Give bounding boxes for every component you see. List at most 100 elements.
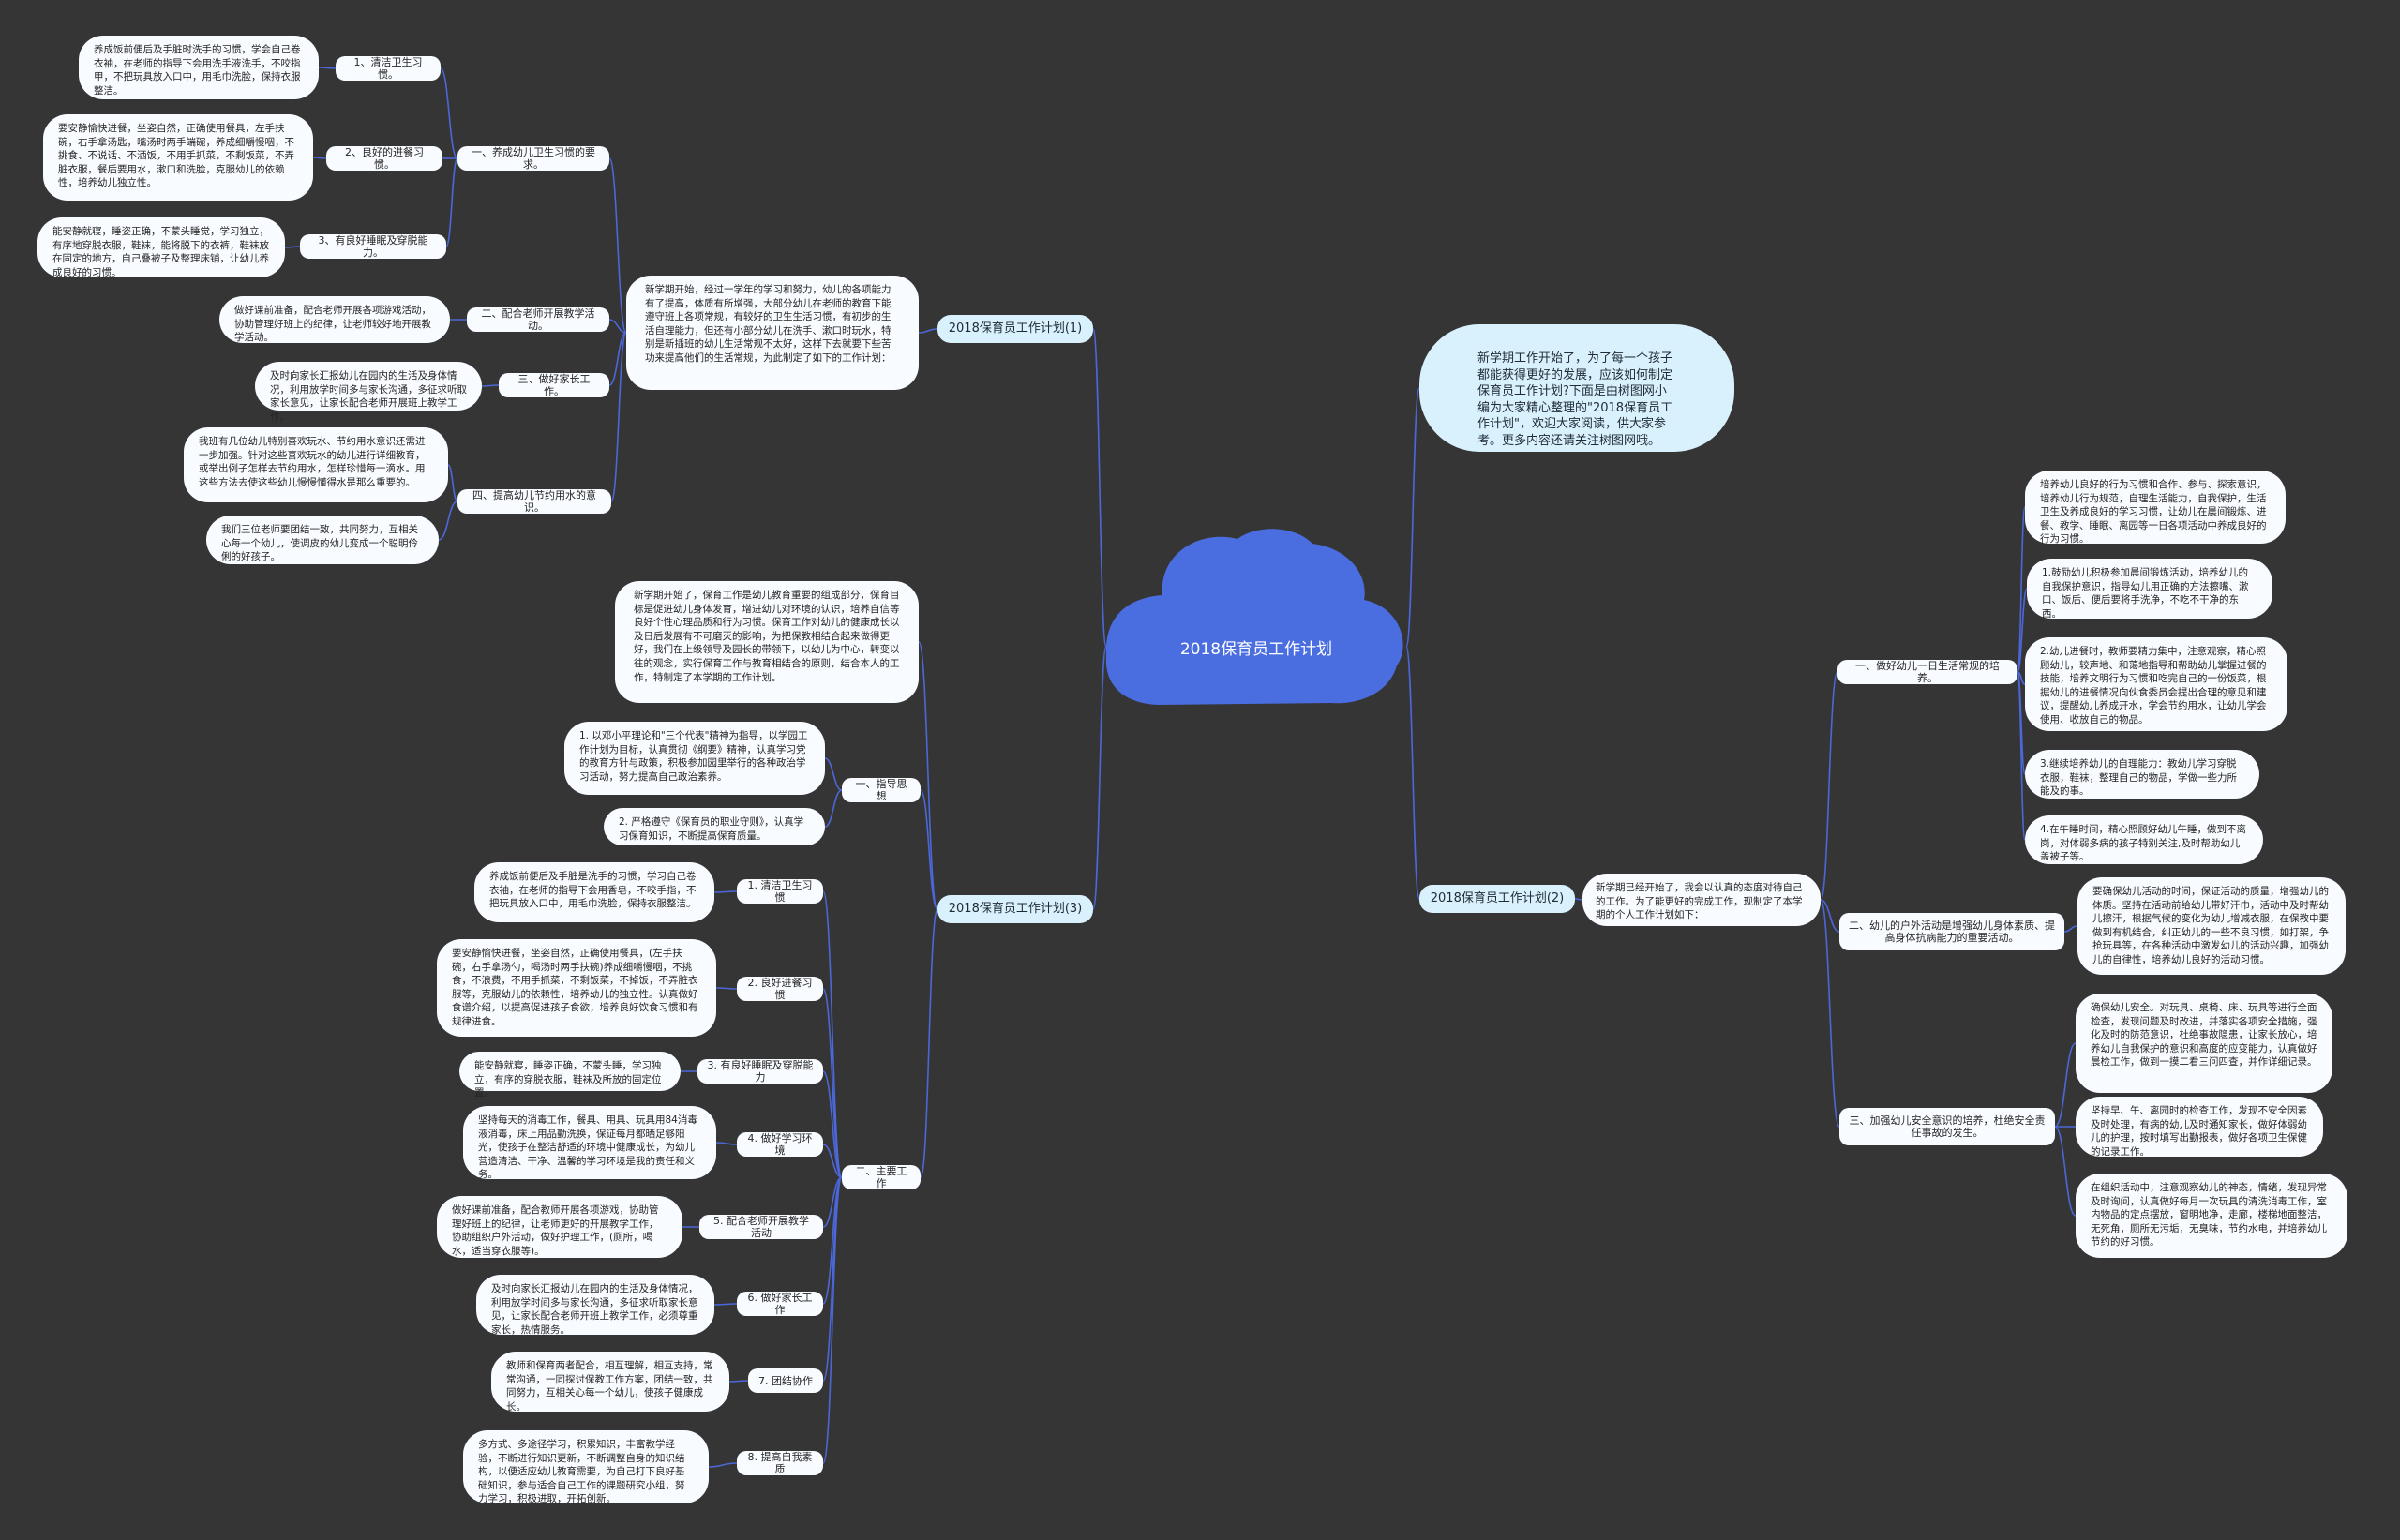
plan-3-guiding[interactable]: 一、指导思想 [842, 778, 921, 802]
plan-3-item-2-detail: 要安静愉快进餐，坐姿自然，正确使用餐具，(左手扶碗，右手拿汤勺，喝汤时两手扶碗)… [437, 939, 716, 1037]
plan-3-main[interactable]: 二、主要工作 [842, 1165, 921, 1189]
edge-plan-3-guiding-detail-2 [824, 789, 843, 828]
plan-3-item-5[interactable]: 5. 配合老师开展教学活动 [699, 1215, 823, 1239]
plan-3-item-7-detail: 教师和保育两者配合，相互理解，相互支持，常常沟通，一同探讨保教工作方案，团结一致… [491, 1352, 729, 1413]
branch-plan-3[interactable]: 2018保育员工作计划(3) [938, 895, 1093, 923]
plan-1-summary: 新学期开始，经过一学年的学习和努力，幼儿的各项能力有了提高，体质有所增强，大部分… [626, 276, 919, 390]
edge-intro-note [1405, 387, 1420, 648]
edge-plan-3-item-5 [822, 1176, 843, 1228]
plan-2-section-1-detail-4: 3.继续培养幼儿的自理能力：教幼儿学习穿脱衣服，鞋袜，整理自己的物品，学做一些力… [2025, 750, 2259, 799]
plan-1-item-3[interactable]: 3、有良好睡眠及穿脱能力。 [300, 234, 446, 259]
root-cloud [1105, 529, 1403, 705]
plan-3-item-3[interactable]: 3. 有良好睡眠及穿脱能力 [698, 1059, 823, 1084]
plan-2-section-1-detail-3: 2.幼儿进餐时，教师要精力集中，注意观察，精心照顾幼儿，较声地、和蔼地指导和帮助… [2025, 637, 2288, 731]
plan-3-item-3-detail: 能安静就寝，睡姿正确，不蒙头睡，学习独立，有序的穿脱衣服，鞋袜及所放的固定位置。 [459, 1052, 681, 1099]
edge-plan-2-section-2-detail [2063, 925, 2078, 933]
plan-1-section-2[interactable]: 二、配合老师开展教学活动。 [467, 307, 609, 332]
plan-2-section-1-detail-2: 1.鼓励幼儿积极参加晨间锻炼活动，培养幼儿的自我保护意识，指导幼儿用正确的方法擦… [2027, 559, 2272, 620]
plan-2-section-3-detail-3: 在组织活动中，注意观察幼儿的神态，情绪，发现异常及时询问，认真做好每月一次玩具的… [2076, 1174, 2348, 1258]
edge-plan-2-section-2 [1820, 899, 1840, 933]
edge-plan-2-section-1-detail-1 [2017, 506, 2026, 673]
plan-1-section-4-detail-1: 我班有几位幼儿特别喜欢玩水、节约用水意识还需进一步加强。针对这些喜欢玩水的幼儿进… [184, 427, 448, 502]
edge-plan-3-item-7-detail [728, 1380, 749, 1383]
plan-2-summary: 新学期已经开始了，我会以认真的态度对待自己的工作。为了能更好的完成工作，现制定了… [1582, 874, 1821, 926]
edge-plan-3-item-7 [822, 1176, 843, 1382]
edge-plan-1-item-1 [440, 67, 458, 159]
plan-3-guiding-detail-2: 2. 严格遵守《保育员的职业守则》，认真学习保育知识，不断提高保育质量。 [604, 808, 825, 845]
edge-plan-1-section-3-detail [481, 384, 500, 387]
edge-branch-plan-3 [1092, 646, 1107, 910]
edge-plan-2-section-3 [1820, 899, 1840, 1128]
edge-branch-plan-1 [1092, 328, 1107, 648]
edge-plan-3-item-6 [822, 1176, 843, 1305]
plan-2-section-1[interactable]: 一、做好幼儿一日生活常规的培养。 [1838, 660, 2018, 684]
plan-2-section-3[interactable]: 三、加强幼儿安全意识的培养，杜绝安全责任事故的发生。 [1839, 1108, 2055, 1145]
edge-plan-1-item-1-detail [318, 67, 337, 69]
plan-1-section-3[interactable]: 三、做好家长工作。 [499, 373, 609, 397]
edge-plan-2-section-1-detail-4 [2017, 671, 2026, 775]
plan-1-item-1[interactable]: 1、清洁卫生习惯。 [336, 56, 441, 81]
edge-plan-1-summary [918, 328, 938, 334]
plan-1-section-4-detail-2: 我们三位老师要团结一致，共同努力，互相关心每一个幼儿，使调皮的幼儿变成一个聪明伶… [206, 516, 439, 564]
edge-plan-3-guiding-detail-1 [824, 757, 843, 791]
plan-3-item-5-detail: 做好课前准备，配合教师开展各项游戏，协助管理好班上的纪律，让老师更好的开展教学工… [437, 1196, 682, 1258]
intro-note: 新学期工作开始了，为了每一个孩子都能获得更好的发展，应该如何制定保育员工作计划?… [1419, 324, 1734, 452]
edge-plan-1-section-4-detail-1 [447, 464, 458, 502]
edge-plan-2-section-3-detail-3 [2054, 1126, 2077, 1217]
plan-2-section-2-detail: 要确保幼儿活动的时间，保证活动的质量，增强幼儿的体质。坚持在活动前给幼儿带好汗巾… [2078, 877, 2346, 975]
plan-3-item-8[interactable]: 8. 提高自我素质 [737, 1451, 823, 1475]
plan-3-item-4-detail: 坚持每天的消毒工作，餐具、用具、玩具用84消毒液消毒，床上用品勤洗换，保证每月都… [463, 1106, 716, 1180]
plan-1-item-2-detail: 要安静愉快进餐，坐姿自然，正确使用餐具，左手扶碗，右手拿汤匙，嘴汤时两手端碗，养… [43, 114, 313, 201]
root-title[interactable]: 2018保育员工作计划 [1179, 639, 1333, 659]
plan-1-section-4[interactable]: 四、提高幼儿节约用水的意识。 [458, 489, 611, 514]
edge-plan-1-item-3 [445, 157, 458, 247]
plan-2-section-3-detail-2: 坚持早、午、离园时的检查工作，发现不安全因素及时处理，有病的幼儿及时通知家长，做… [2076, 1097, 2323, 1158]
plan-2-section-3-detail-1: 确保幼儿安全。对玩具、桌椅、床、玩具等进行全面检查，发现问题及时改进，并落实各项… [2076, 994, 2332, 1093]
plan-3-item-6[interactable]: 6. 做好家长工作 [737, 1292, 823, 1316]
edge-plan-2-section-1-detail-2 [2017, 588, 2028, 673]
plan-3-summary: 新学期开始了，保育工作是幼儿教育重要的组成部分，保育目标是促进幼儿身体发育，增进… [615, 581, 919, 703]
edge-plan-1-section-3 [608, 332, 627, 386]
plan-2-section-2[interactable]: 二、幼儿的户外活动是增强幼儿身体素质、提高身体抗病能力的重要活动。 [1839, 913, 2064, 950]
edge-plan-3-item-8 [822, 1176, 843, 1464]
plan-3-item-4[interactable]: 4. 做好学习环境 [737, 1132, 823, 1157]
edge-plan-2-section-1 [1820, 671, 1838, 901]
plan-1-section-1[interactable]: 一、养成幼儿卫生习惯的要求。 [458, 146, 609, 171]
edge-plan-3-summary [918, 641, 938, 910]
plan-3-item-7[interactable]: 7. 团结协作 [748, 1368, 823, 1393]
branch-plan-1[interactable]: 2018保育员工作计划(1) [938, 315, 1093, 343]
plan-2-section-1-detail-5: 4.在午睡时间，精心照顾好幼儿午睡，做到不离岗，对体弱多病的孩子特别关注,及时帮… [2025, 815, 2263, 864]
edge-plan-1-section-1 [608, 157, 627, 334]
edge-plan-3-item-6-detail [713, 1303, 738, 1306]
edge-plan-2-section-3-detail-1 [2054, 1042, 2077, 1128]
plan-3-item-2[interactable]: 2. 良好进餐习惯 [737, 977, 823, 1001]
edge-plan-1-section-2 [608, 319, 627, 334]
plan-3-item-8-detail: 多方式、多途径学习，积累知识，丰富教学经验，不断进行知识更新，不断调整自身的知识… [463, 1430, 709, 1504]
plan-3-item-6-detail: 及时向家长汇报幼儿在园内的生活及身体情况，利用放学时间多与家长沟通，多征求听取家… [476, 1275, 714, 1336]
edge-plan-3-item-1-detail [713, 890, 738, 893]
edge-plan-3-item-1 [822, 890, 843, 1178]
edge-plan-2-summary [1574, 898, 1583, 901]
edge-plan-3-item-2-detail [715, 987, 738, 990]
edge-plan-2-section-1-detail-5 [2017, 671, 2026, 841]
edge-branch-plan-2 [1405, 646, 1420, 900]
edge-plan-3-item-4-detail [715, 1142, 738, 1145]
edge-plan-1-item-2-detail [312, 157, 327, 159]
plan-3-item-1-detail: 养成饭前便后及手脏是洗手的习惯，学习自己卷衣袖，在老师的指导下会用香皂，不咬手指… [474, 862, 714, 922]
edge-plan-3-main [920, 908, 938, 1178]
plan-3-item-1[interactable]: 1. 清洁卫生习惯 [737, 879, 823, 904]
plan-3-guiding-detail-1: 1. 以邓小平理论和"三个代表"精神为指导，以学园工作计划为目标，认真贯彻《纲要… [564, 722, 825, 795]
edge-plan-3-item-8-detail [708, 1462, 738, 1468]
plan-1-section-2-detail: 做好课前准备，配合老师开展各项游戏活动，协助管理好班上的纪律，让老师较好地开展教… [219, 296, 450, 343]
plan-1-item-2[interactable]: 2、良好的进餐习惯。 [326, 146, 442, 171]
branch-plan-2[interactable]: 2018保育员工作计划(2) [1419, 885, 1575, 913]
edge-plan-1-section-4-detail-2 [438, 501, 458, 541]
edge-plan-1-section-4 [610, 332, 627, 502]
plan-1-item-1-detail: 养成饭前便后及手脏时洗手的习惯，学会自己卷衣袖，在老师的指导下会用洗手液洗手，不… [79, 36, 319, 99]
plan-1-section-3-detail: 及时向家长汇报幼儿在园内的生活及身体情况，利用放学时间多与家长沟通，多征求听取家… [255, 362, 482, 423]
plan-1-item-3-detail: 能安静就寝，睡姿正确，不蒙头睡觉，学习独立，有序地穿脱衣服，鞋袜，能将脱下的衣裤… [38, 217, 285, 278]
edge-plan-2-section-1-detail-3 [2017, 671, 2026, 685]
plan-2-section-1-detail-1: 培养幼儿良好的行为习惯和合作、参与、探索意识，培养幼儿行为规范，自理生活能力，自… [2025, 471, 2286, 545]
